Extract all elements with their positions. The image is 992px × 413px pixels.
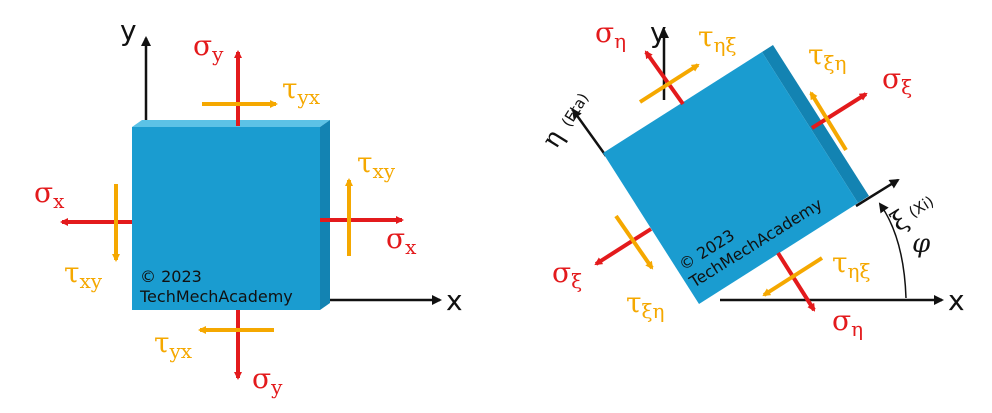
- left-brand: TechMechAcademy: [139, 287, 293, 306]
- right-tau-xieta-left-arrow: [614, 214, 654, 270]
- left-sigma-x-left-label: σx: [34, 176, 65, 213]
- right-angle-arc: [878, 202, 907, 299]
- right-angle-label: φ: [912, 229, 931, 259]
- right-tau-etaxi-bottom-arrow: [762, 256, 824, 297]
- svg-text:(Eta): (Eta): [558, 90, 592, 130]
- left-block-side-face: [320, 120, 330, 310]
- right-axis-y-label: y: [650, 16, 667, 49]
- right-tau-xieta-right-arrow: [809, 91, 848, 152]
- right-eta-axis: [571, 108, 608, 157]
- right-sigma-xi-left-label: σξ: [552, 256, 582, 293]
- svg-text:(Xi): (Xi): [905, 192, 937, 221]
- left-sigma-y-bottom-label: σy: [252, 362, 283, 399]
- right-tau-etaxi-bottom-label: τηξ: [832, 246, 871, 283]
- right-sigma-xi-right-label: σξ: [882, 62, 912, 99]
- left-sigma-x-right-label: σx: [386, 222, 417, 259]
- left-tau-xy-right-label: τxy: [357, 146, 396, 183]
- svg-text:η: η: [536, 125, 570, 154]
- right-xi-axis: [855, 178, 900, 208]
- right-sigma-eta-bottom-label: ση: [832, 304, 863, 341]
- left-tau-yx-bottom-label: τyx: [154, 326, 193, 363]
- right-element-block: [603, 45, 869, 304]
- right-axis-x-label: x: [948, 284, 965, 317]
- right-sigma-eta-top-arrow: [644, 50, 685, 106]
- left-copyright: © 2023: [140, 267, 202, 286]
- left-block-front-face: [132, 127, 320, 310]
- right-block-front-face: [603, 52, 858, 304]
- left-axis-y-label: y: [120, 14, 137, 47]
- left-tau-yx-top-label: τyx: [282, 72, 321, 109]
- right-tau-xieta-right-label: τξη: [808, 38, 847, 75]
- left-axis-x-label: x: [446, 284, 463, 317]
- left-element-block: [132, 120, 330, 310]
- left-diagram: y x σy τyx τxy σx σx τxy τyx σy © 2023 T…: [34, 14, 463, 399]
- right-sigma-xi-right-arrow: [810, 92, 868, 130]
- left-sigma-y-top-label: σy: [193, 29, 224, 66]
- right-tau-etaxi-top-arrow: [638, 63, 700, 104]
- right-sigma-eta-top-label: ση: [595, 16, 626, 53]
- right-sigma-eta-bottom-arrow: [776, 251, 816, 312]
- right-diagram: y x φ ση τηξ τξη σξ σξ τξη τηξ ση: [536, 16, 964, 341]
- right-sigma-xi-left-arrow: [594, 227, 653, 266]
- left-tau-xy-left-label: τxy: [64, 256, 103, 293]
- left-block-top-face: [132, 120, 330, 127]
- right-tau-etaxi-top-label: τηξ: [698, 20, 737, 57]
- right-eta-label: η (Eta): [536, 90, 592, 154]
- right-tau-xieta-left-label: τξη: [626, 286, 665, 323]
- right-block-top-face: [603, 45, 773, 153]
